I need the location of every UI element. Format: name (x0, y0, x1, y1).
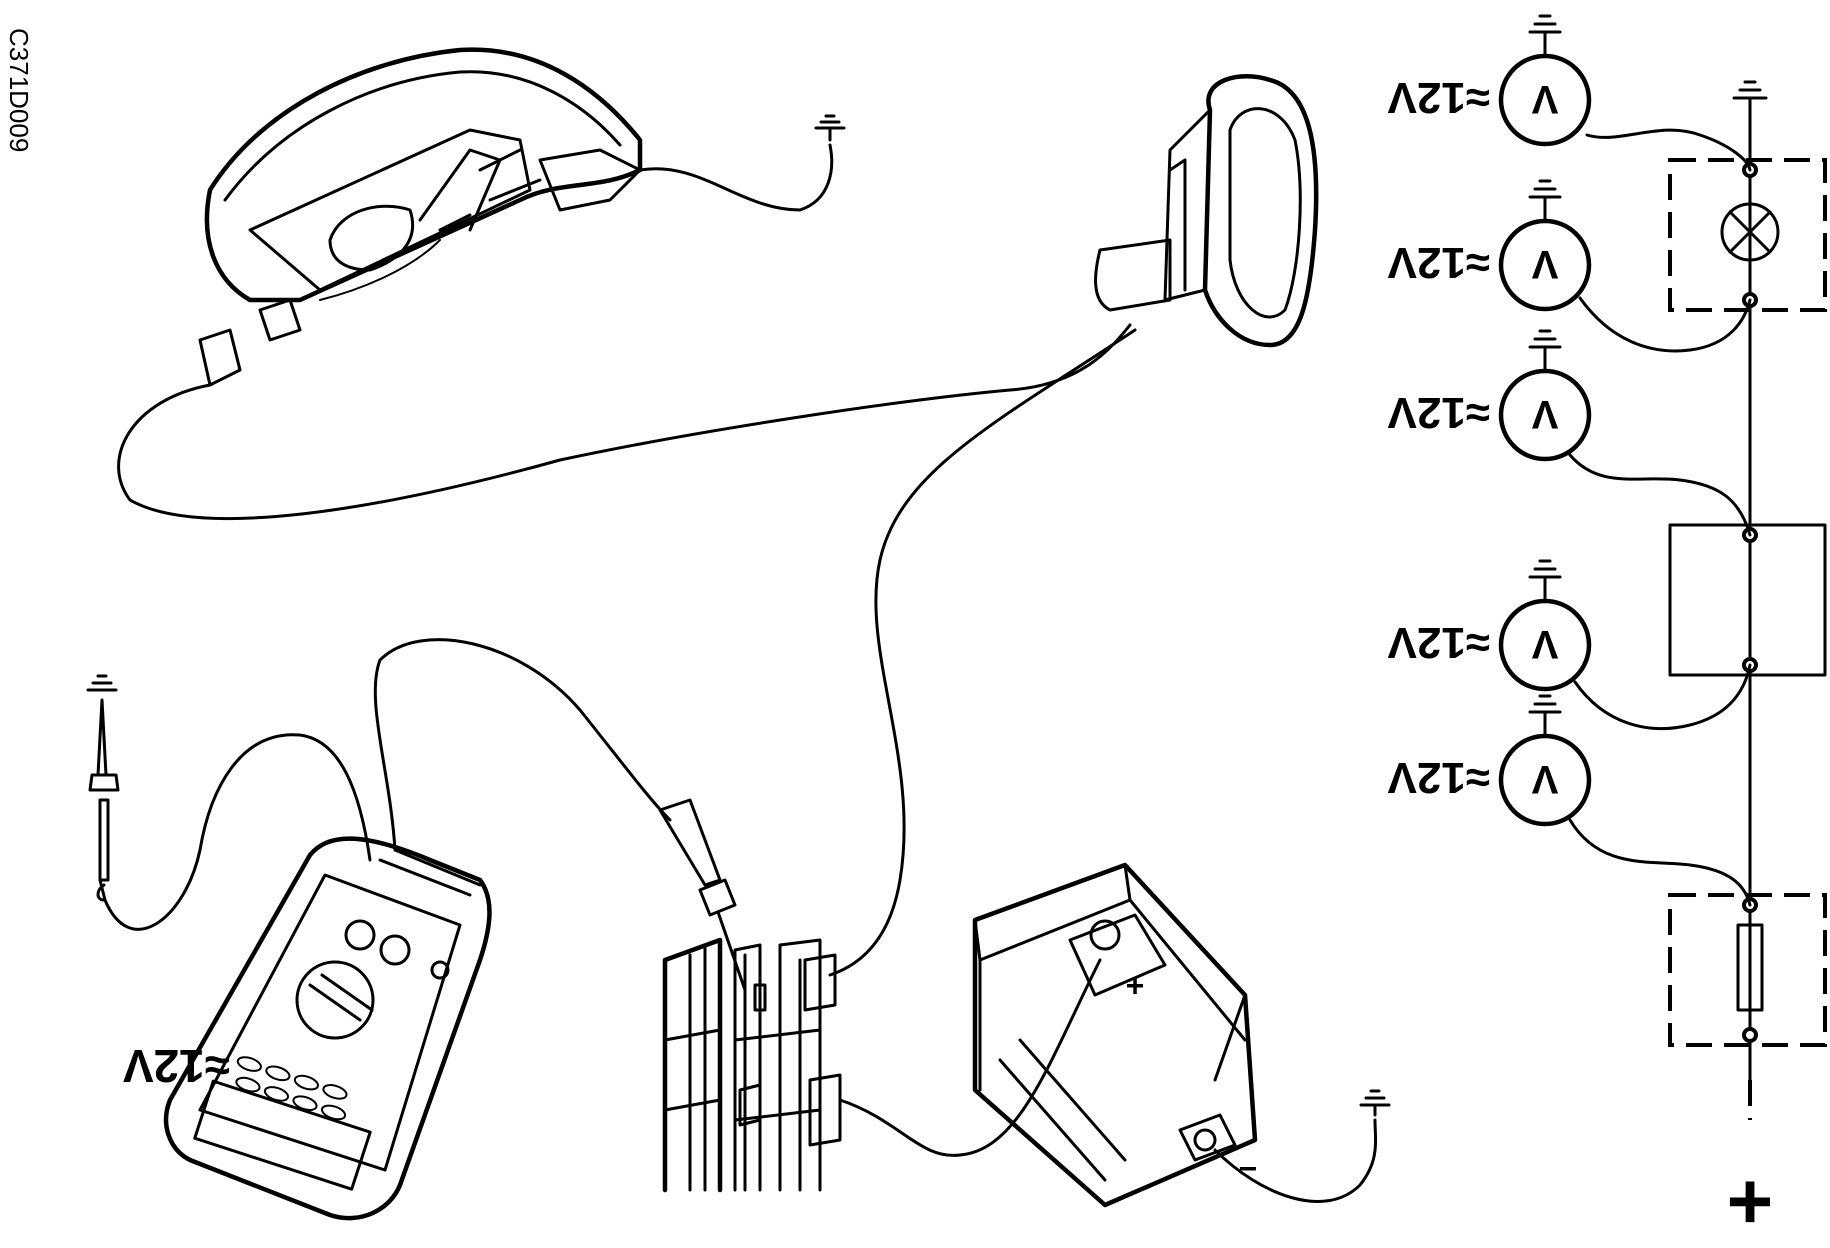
lamp-connector-wire (117, 323, 1132, 521)
voltmeter-reading: ≈12V (1387, 238, 1490, 287)
switch-feed-wire (828, 328, 1137, 977)
switch-box-icon (1668, 523, 1827, 677)
voltmeter-reading: ≈12V (1387, 753, 1490, 802)
battery-positive-wire (838, 958, 1102, 1157)
ground-icon (86, 674, 118, 692)
battery-icon (972, 862, 1258, 1208)
battery-ground-wire (1213, 1118, 1378, 1203)
voltmeter-symbol: V (1531, 757, 1558, 801)
lamp-housing-icon (198, 47, 643, 387)
fuse-box-icon (662, 937, 842, 1193)
voltmeter-reading: ≈12V (1387, 618, 1490, 667)
red-probe-icon (658, 798, 747, 992)
voltmeter-symbol: V (1531, 77, 1558, 121)
voltmeter-1: V ≈12V (1387, 14, 1752, 172)
fuse-box-outline (1668, 893, 1827, 1047)
voltmeter-5: V ≈12V (1387, 694, 1752, 907)
ground-icon (814, 114, 846, 142)
lamp-ground-wire (638, 143, 834, 212)
battery-negative-label: − (1239, 1151, 1258, 1187)
voltmeter-symbol: V (1531, 622, 1558, 666)
multimeter-reading: ≈12V (123, 1040, 230, 1092)
voltmeter-symbol: V (1531, 242, 1558, 286)
supply-positive-label: + (1727, 1158, 1774, 1247)
figure-code: C371D009 (4, 28, 34, 152)
voltmeter-4: V ≈12V (1387, 559, 1752, 731)
ground-icon (1359, 1089, 1391, 1117)
ground-icon (1732, 80, 1768, 100)
black-probe-icon (88, 698, 120, 902)
circuit-schematic: + (1668, 80, 1827, 1247)
battery-positive-label: + (1126, 968, 1145, 1004)
lamp-icon (1720, 202, 1780, 262)
voltmeter-2: V ≈12V (1387, 179, 1752, 353)
voltmeter-3: V ≈12V (1387, 329, 1752, 537)
voltmeter-reading: ≈12V (1387, 388, 1490, 437)
voltmeter-symbol: V (1531, 392, 1558, 436)
voltmeter-reading: ≈12V (1387, 73, 1490, 122)
multimeter-black-lead (98, 733, 372, 931)
rocker-switch-icon (1094, 74, 1319, 348)
fuse-icon (1736, 923, 1764, 1012)
multimeter-icon (163, 836, 492, 1221)
multimeter-red-lead (373, 638, 672, 852)
